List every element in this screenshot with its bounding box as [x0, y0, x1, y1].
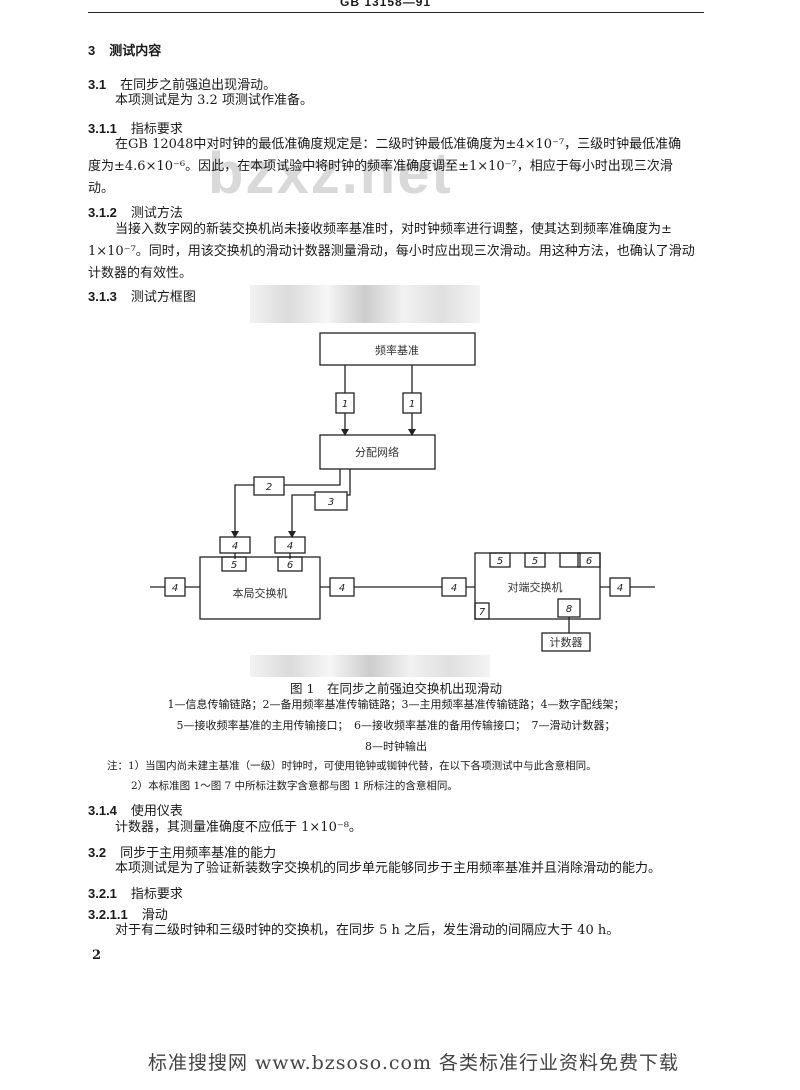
section-number: 3.1.4 [88, 803, 117, 818]
section-title: 使用仪表 [130, 804, 183, 819]
frequency-reference-label: 频率基准 [375, 343, 419, 357]
figure-legend-line2: 5—接收频率基准的主用传输接口； 6—接收频率基准的备用传输接口； 7—滑动计数… [176, 719, 616, 732]
site-footer: 标准搜搜网 www.bzsoso.com 各类标准行业资料免费下载 [148, 1052, 680, 1074]
section-number: 3 [88, 43, 96, 58]
note-1: 注：1）当国内尚未建主基准（一级）时钟时，可使用铯钟或铷钟代替，在以下各项测试中… [107, 760, 597, 772]
counter-label: 计数器 [550, 636, 583, 649]
section-number: 3.2.1 [88, 886, 117, 901]
ddf-number: 4 [451, 583, 457, 594]
clock-output-number: 8 [566, 604, 572, 615]
slip-counter-number: 7 [479, 607, 486, 618]
interface-number: 5 [532, 556, 538, 567]
link-number: 1 [342, 399, 348, 410]
section-title: 在同步之前强迫出现滑动。 [120, 78, 277, 93]
section-number: 3.1.2 [88, 205, 117, 220]
scan-artifact [250, 655, 490, 677]
section-title: 测试方框图 [130, 290, 196, 305]
section-title: 测试方法 [130, 206, 183, 221]
section-title: 同步于主用频率基准的能力 [120, 846, 277, 861]
section-number: 3.2 [88, 845, 107, 860]
header-rule [88, 12, 704, 13]
interface-number: 6 [287, 560, 293, 571]
section-3-1-4-heading: 3.1.4 使用仪表 [88, 800, 183, 819]
section-3-1-2-heading: 3.1.2 测试方法 [88, 202, 183, 221]
section-title: 指标要求 [130, 887, 183, 902]
section-title: 测试内容 [109, 44, 162, 59]
local-exchange-box [199, 556, 321, 620]
section-3-1-2-line2: 1×10⁻⁷。同时，用该交换机的滑动计数器测量滑动，每小时应出现三次滑动。用这种… [88, 244, 695, 259]
frequency-reference-box [319, 332, 476, 366]
section-3-1-1-line3: 动。 [88, 181, 115, 196]
section-3-1-2-line1: 当接入数字网的新装交换机尚未接收频率基准时，对时钟频率进行调整，使其达到频率准确… [115, 222, 672, 237]
figure-legend-line1: 1—信息传输链路；2—备用频率基准传输链路；3—主用频率基准传输链路；4—数字配… [167, 698, 625, 711]
page-header: GB 13158—91 [0, 0, 800, 13]
watermark: bzxz.net [208, 141, 453, 206]
section-3-2-heading: 3.2 同步于主用频率基准的能力 [88, 842, 276, 861]
note-2: 2）本标准图 1～图 7 中所标注数字含意都与图 1 所标注的含意相同。 [131, 780, 458, 792]
standard-number: GB 13158—91 [340, 0, 432, 9]
ddf-number: 4 [232, 541, 238, 552]
section-3-1-4-body: 计数器，其测量准确度不应低于 1×10⁻⁸。 [115, 820, 362, 835]
section-3-1-heading: 3.1 在同步之前强迫出现滑动。 [88, 74, 276, 93]
section-number: 3.1 [88, 77, 107, 92]
link-number: 1 [409, 399, 415, 410]
remote-exchange-label: 对端交换机 [508, 580, 563, 594]
section-title: 指标要求 [130, 122, 183, 137]
link-number: 2 [266, 482, 272, 493]
figure-caption: 图 1 在同步之前强迫交换机出现滑动 [290, 681, 502, 696]
section-title: 滑动 [141, 908, 168, 923]
section-3-1-3-heading: 3.1.3 测试方框图 [88, 286, 196, 305]
figure-legend-line3: 8—时钟输出 [365, 740, 427, 753]
section-number: 3.1.1 [88, 121, 117, 136]
ddf-number: 4 [287, 541, 293, 552]
section-3-2-1-heading: 3.2.1 指标要求 [88, 883, 183, 902]
section-3-2-body: 本项测试是为了验证新装数字交换机的同步单元能够同步于主用频率基准并且消除滑动的能… [115, 861, 662, 876]
local-exchange-label: 本局交换机 [233, 586, 288, 600]
section-3-1-1-line1: 在GB 12048中对时钟的最低准确度规定是：二级时钟最低准确度为±4×10⁻⁷… [115, 137, 682, 152]
section-3-1-1-line2: 度为±4.6×10⁻⁶。因此，在本项试验中将时钟的频率准确度调至±1×10⁻⁷，… [88, 159, 673, 174]
section-3-2-1-1-body: 对于有二级时钟和三级时钟的交换机，在同步 5 h 之后，发生滑动的间隔应大于 4… [115, 923, 620, 938]
section-3-1-1-heading: 3.1.1 指标要求 [88, 118, 183, 137]
distribution-network-box [319, 434, 436, 470]
link-number: 3 [328, 497, 334, 508]
interface-number: 6 [586, 556, 592, 567]
section-3-1-body: 本项测试是为 3.2 项测试作准备。 [115, 93, 313, 108]
counter-box [541, 632, 591, 652]
ddf-number: 4 [172, 583, 178, 594]
distribution-network-label: 分配网络 [355, 445, 399, 459]
ddf-number: 4 [617, 583, 623, 594]
section-3-1-2-line3: 计数器的有效性。 [88, 266, 193, 281]
page-number: 2 [92, 948, 102, 963]
interface-number: 5 [231, 560, 237, 571]
section-number: 3.2.1.1 [88, 907, 128, 922]
scan-artifact [250, 285, 480, 323]
interface-number: 5 [497, 556, 503, 567]
section-number: 3.1.3 [88, 289, 117, 304]
section-3-2-1-1-heading: 3.2.1.1 滑动 [88, 904, 168, 923]
ddf-number: 4 [339, 583, 345, 594]
block-diagram: 频率基准 分配网络 本局交换机 对端交换机 计数器 1 1 2 3 4 4 4 … [150, 332, 655, 652]
section-3-heading: 3 测试内容 [88, 40, 161, 59]
